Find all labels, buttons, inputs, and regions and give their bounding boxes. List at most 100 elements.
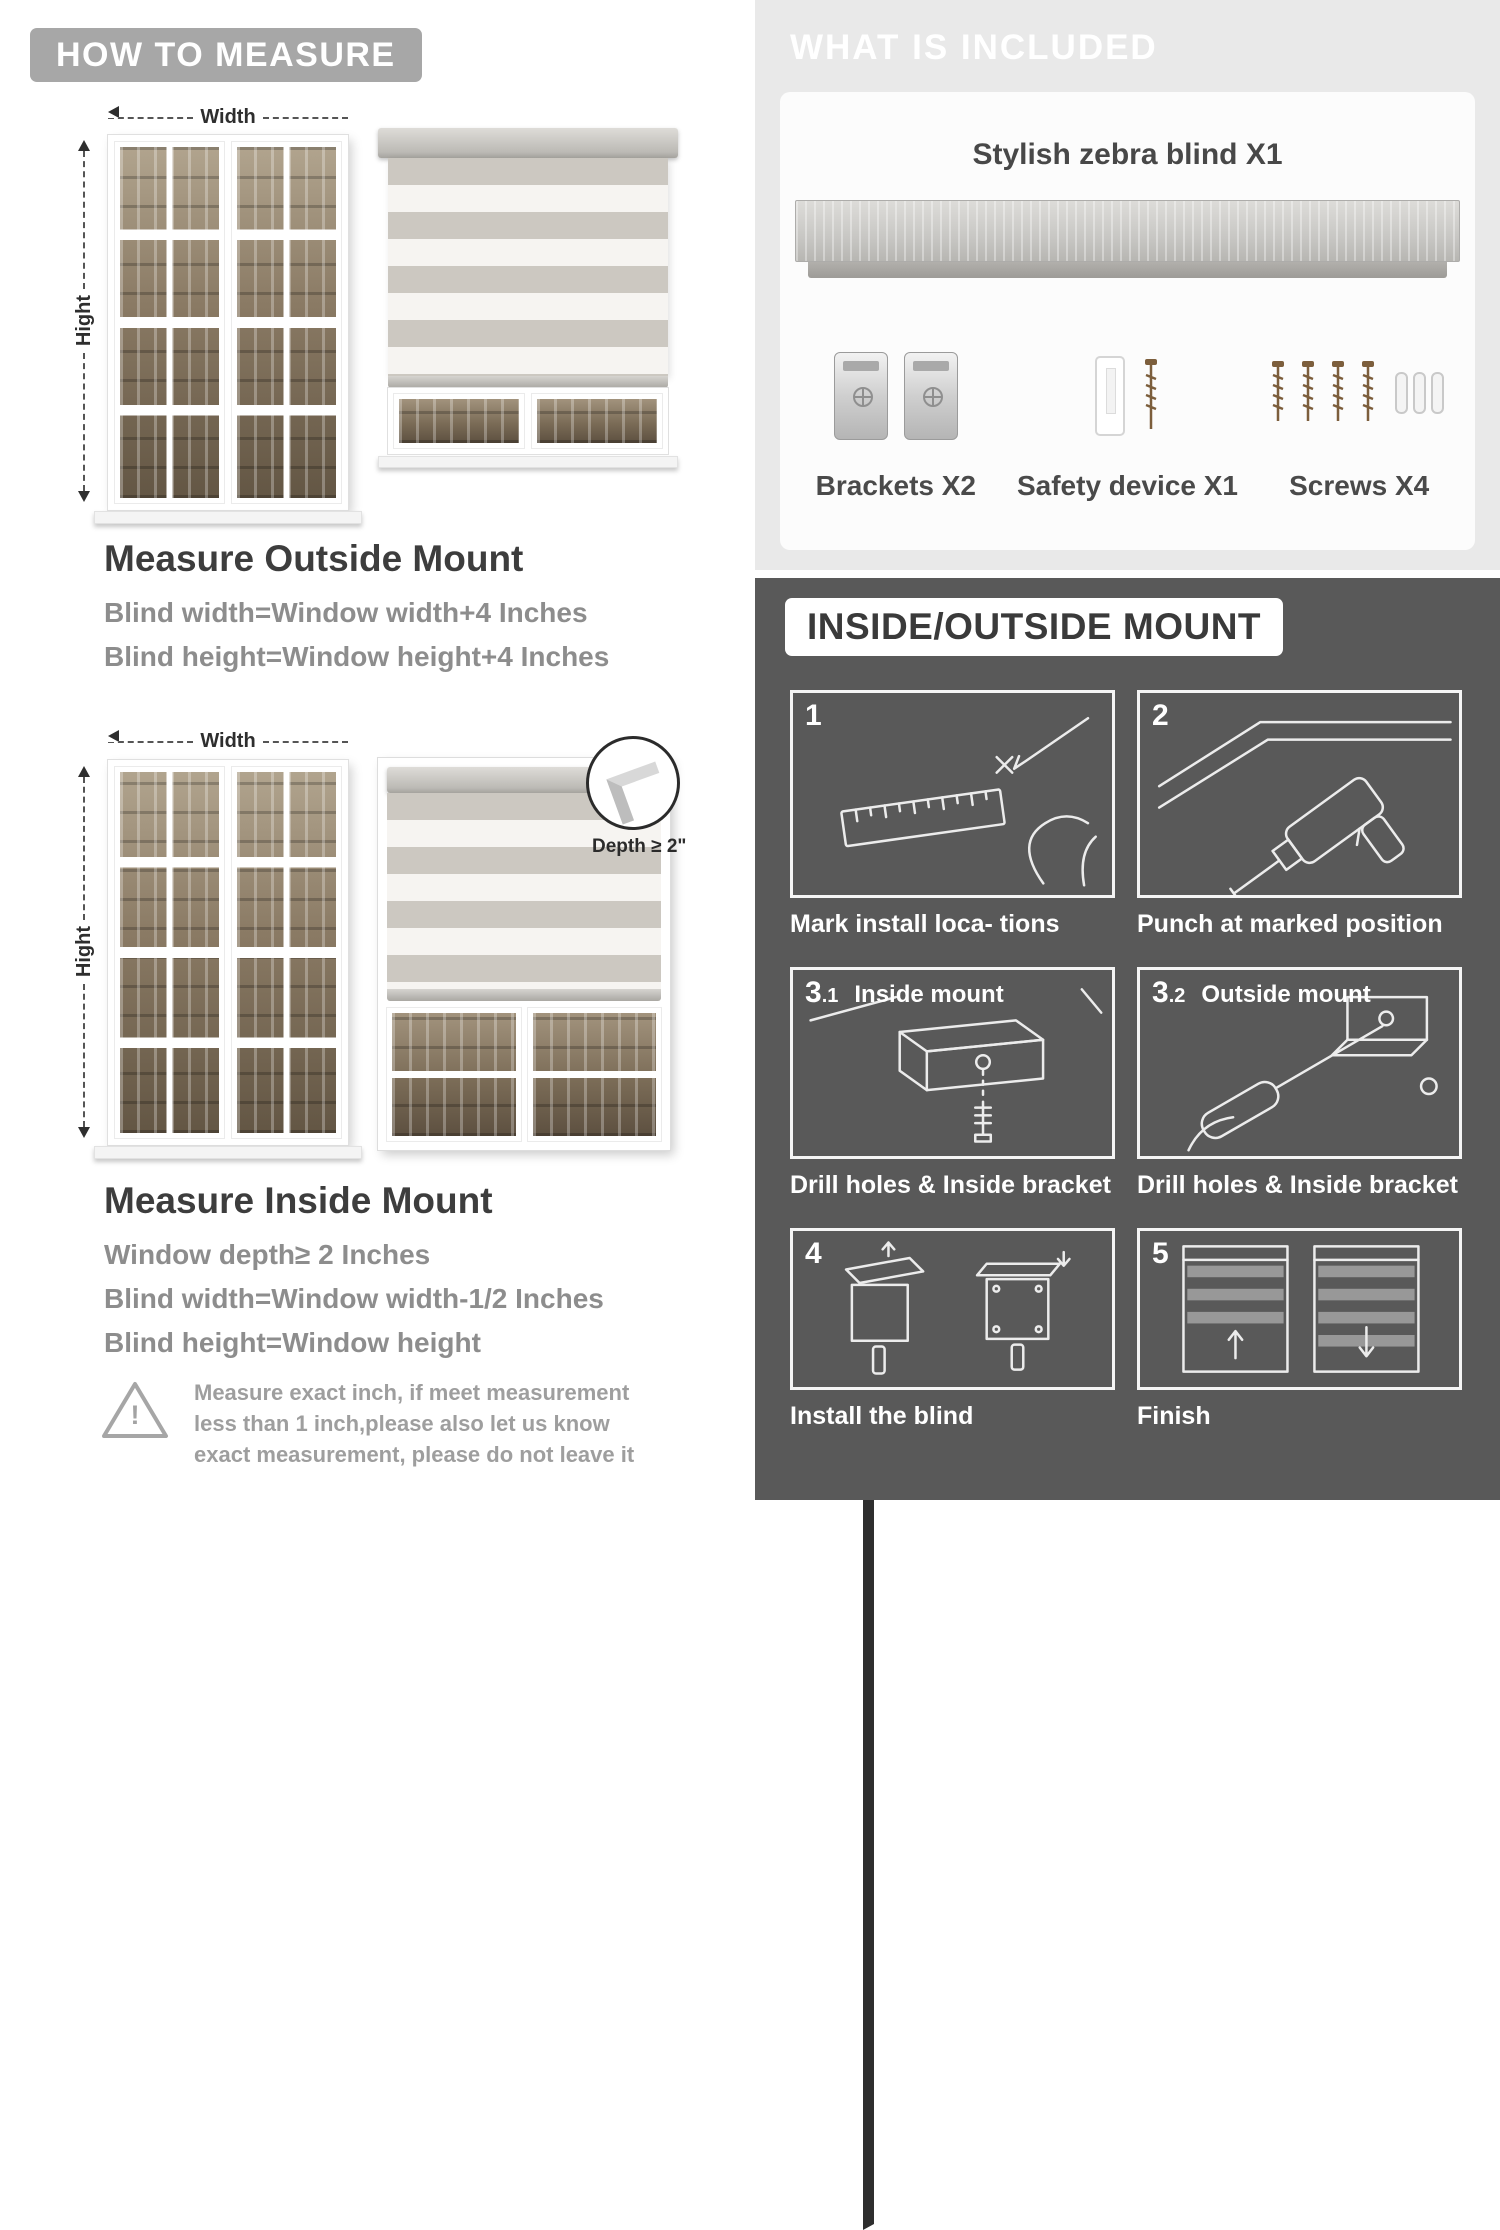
- arrow-left-icon: [108, 106, 119, 118]
- step-number: 1: [805, 699, 822, 732]
- step-4-panel: 4: [790, 1228, 1115, 1390]
- window-glass: [120, 772, 219, 1133]
- height-label: Hight: [72, 295, 95, 347]
- step-1: 1: [790, 690, 1115, 939]
- inside-mount-label: Inside mount: [854, 981, 1004, 1008]
- right-column: WHAT IS INCLUDED Stylish zebra blind X1 …: [755, 0, 1500, 1500]
- window-sash: [114, 766, 225, 1139]
- step-3-2-panel: 3 .2 Outside mount: [1137, 967, 1462, 1159]
- width-label: Width: [200, 730, 256, 752]
- window-sill: [378, 456, 678, 468]
- step-number: 3: [1152, 976, 1169, 1009]
- outside-mount-rule-1: Blind width=Window width+4 Inches: [104, 597, 588, 628]
- step-3-1: 3 .1 Inside mount: [790, 967, 1115, 1200]
- screw-icon: [1144, 359, 1157, 429]
- window-below-blind: [386, 1001, 662, 1142]
- outside-mount-title: Measure Outside Mount: [104, 538, 524, 579]
- window-sash: [231, 766, 342, 1139]
- inside-mount-rule-3: Blind height=Window height: [104, 1327, 481, 1358]
- drill-illustration: [1140, 693, 1459, 895]
- included-card: Stylish zebra blind X1 Brackets X2: [780, 92, 1475, 550]
- step-4-caption: Install the blind: [790, 1402, 974, 1430]
- step-3-1-panel: 3 .1 Inside mount: [790, 967, 1115, 1159]
- safety-device-label: Safety device X1: [1016, 470, 1239, 501]
- step-3-1-caption: Drill holes & Inside bracket: [790, 1171, 1111, 1199]
- bracket-icon: [833, 352, 888, 440]
- mark-locations-illustration: [793, 693, 1112, 895]
- blind-product-label: Stylish zebra blind X1: [972, 138, 1283, 171]
- step-number: 3: [805, 976, 822, 1009]
- how-to-measure-header: HOW TO MEASURE: [30, 28, 422, 82]
- depth-label: Depth ≥ 2": [592, 836, 687, 857]
- blind-bottom-rail: [388, 376, 668, 388]
- inside-mount-title: Measure Inside Mount: [104, 1180, 493, 1221]
- bracket-icon: [903, 352, 958, 440]
- window-glass: [237, 772, 336, 1133]
- window-below-blind: [388, 388, 668, 454]
- height-arrow: Hight: [72, 140, 96, 502]
- width-arrow: Width: [108, 730, 1500, 2230]
- finished-blinds-illustration: [1140, 1231, 1459, 1387]
- outside-mount-figure: Width Hight: [30, 100, 1500, 1606]
- warning-text: Measure exact inch, if meet measurement …: [194, 1380, 635, 1467]
- mount-header: INSIDE/OUTSIDE MOUNT: [785, 598, 1284, 656]
- warning-exclamation: !: [130, 1400, 140, 1430]
- step-3-2: 3 .2 Outside mount: [1137, 967, 1462, 1200]
- width-label: Width: [200, 106, 256, 128]
- arrow-left-icon: [108, 730, 119, 742]
- inside-bracket-illustration: [793, 970, 1112, 1156]
- step-2-panel: 2: [1137, 690, 1462, 898]
- outside-mount-label: Outside mount: [1201, 981, 1371, 1008]
- window-sash: [114, 141, 225, 504]
- depth-callout-circle: [586, 736, 680, 830]
- step-1-caption: Mark install loca- tions: [790, 910, 1060, 938]
- width-arrow: Width: [108, 106, 1500, 1606]
- blind-bottom-rail: [387, 989, 661, 1001]
- step-1-panel: 1: [790, 690, 1115, 898]
- step-2-caption: Punch at marked position: [1137, 910, 1443, 938]
- step-5: 5: [1137, 1228, 1462, 1431]
- step-5-caption: Finish: [1137, 1402, 1211, 1430]
- window-glass: [237, 147, 336, 498]
- step-4: 4: [790, 1228, 1115, 1431]
- headrail-illustration: [795, 200, 1460, 284]
- safety-device-item: Safety device X1: [1012, 340, 1244, 502]
- inside-mount-rule-2: Blind width=Window width-1/2 Inches: [104, 1283, 604, 1314]
- window-corner-detail-icon: [606, 761, 672, 825]
- measure-warning: ! Measure exact inch, if meet measuremen…: [100, 1378, 700, 1470]
- zebra-blind-outside-illustration: [378, 128, 678, 468]
- warning-triangle-icon: !: [100, 1378, 170, 1442]
- anchor-icon: [1395, 372, 1445, 414]
- inside-mount-rule-1: Window depth≥ 2 Inches: [104, 1239, 431, 1270]
- outside-bracket-illustration: [1140, 970, 1459, 1156]
- arrow-up-icon: [78, 140, 90, 151]
- screws-icon: [1272, 361, 1445, 421]
- outside-mount-rule-2: Blind height=Window height+4 Inches: [104, 641, 610, 672]
- arrow-down-icon: [78, 1127, 90, 1138]
- window-sash: [231, 141, 342, 504]
- screws-label: Screws X4: [1289, 470, 1430, 501]
- arrow-up-icon: [78, 766, 90, 777]
- brackets-item: Brackets X2: [780, 340, 1012, 502]
- blind-cassette: [378, 128, 678, 158]
- window-glass: [120, 147, 219, 498]
- step-5-panel: 5: [1137, 1228, 1462, 1390]
- step-number: 4: [805, 1237, 822, 1270]
- step-3-2-caption: Drill holes & Inside bracket: [1137, 1171, 1458, 1199]
- window-sill: [94, 511, 362, 524]
- mount-steps: 1: [790, 690, 1462, 1459]
- safety-device-icon: [1094, 356, 1125, 436]
- height-label: Hight: [72, 926, 95, 978]
- step-number: 2: [1152, 699, 1169, 732]
- inside-outside-mount-section: INSIDE/OUTSIDE MOUNT 1: [755, 578, 1500, 1500]
- screws-item: Screws X4: [1243, 340, 1475, 502]
- step-number: 5: [1152, 1237, 1169, 1270]
- window-sill: [94, 1146, 362, 1159]
- brackets-label: Brackets X2: [815, 470, 976, 501]
- install-blind-illustration: [793, 1231, 1112, 1387]
- step-2: 2: [1137, 690, 1462, 939]
- window-illustration: [108, 760, 348, 1145]
- zebra-fabric: [388, 158, 668, 376]
- arrow-down-icon: [78, 491, 90, 502]
